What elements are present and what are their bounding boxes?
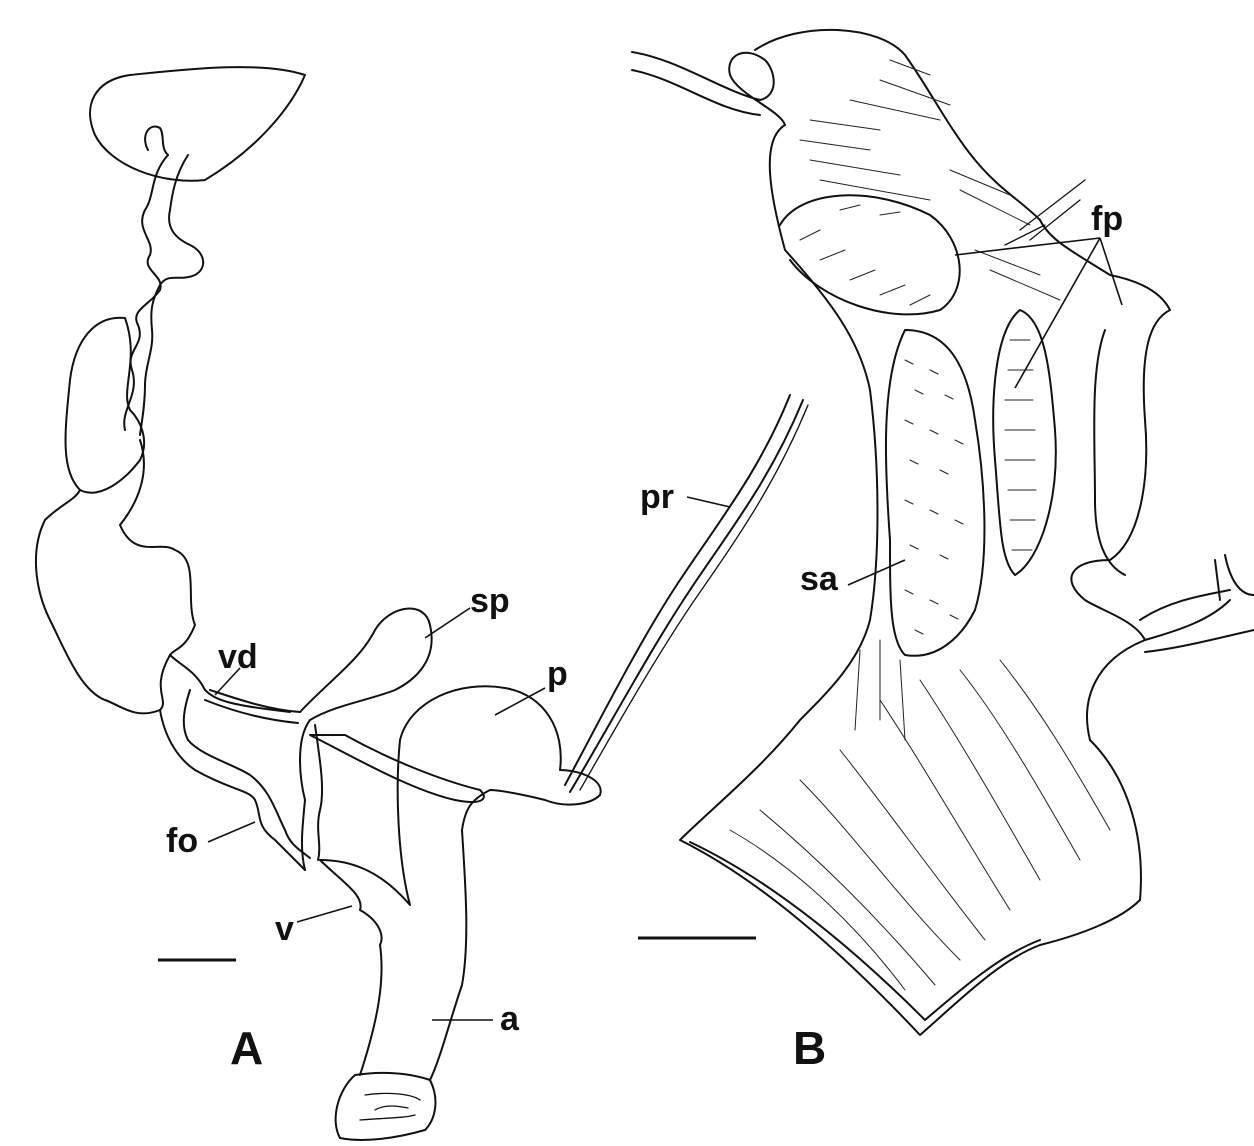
leader-pr (687, 497, 730, 507)
panel-b-drawing (632, 30, 1254, 1035)
albumen-gland (66, 318, 145, 493)
atrium (320, 830, 466, 1080)
label-fo: fo (166, 822, 198, 860)
label-sp: sp (470, 582, 510, 620)
panel-label-a: A (230, 1022, 263, 1074)
hermaphroditic-duct (124, 155, 168, 430)
gland-lobe (90, 67, 305, 181)
label-a: a (500, 1000, 520, 1038)
atrium-outline (680, 125, 1170, 1035)
pilaster (993, 310, 1056, 575)
label-vd: vd (218, 638, 258, 676)
leader-v (297, 906, 352, 922)
stimulator (886, 330, 985, 656)
leader-fo (208, 822, 255, 842)
leader-fp-2 (1015, 238, 1100, 388)
panel-a-drawing (36, 67, 808, 1140)
oviduct (36, 440, 195, 713)
label-sa: sa (800, 560, 839, 598)
penial-retractor (565, 395, 803, 792)
label-pr: pr (640, 478, 674, 516)
label-p: p (547, 655, 568, 693)
label-v: v (275, 910, 294, 948)
label-fp: fp (1091, 200, 1123, 238)
leader-fp-1 (955, 238, 1100, 255)
panel-label-b: B (793, 1022, 826, 1074)
leader-sp (425, 608, 470, 638)
